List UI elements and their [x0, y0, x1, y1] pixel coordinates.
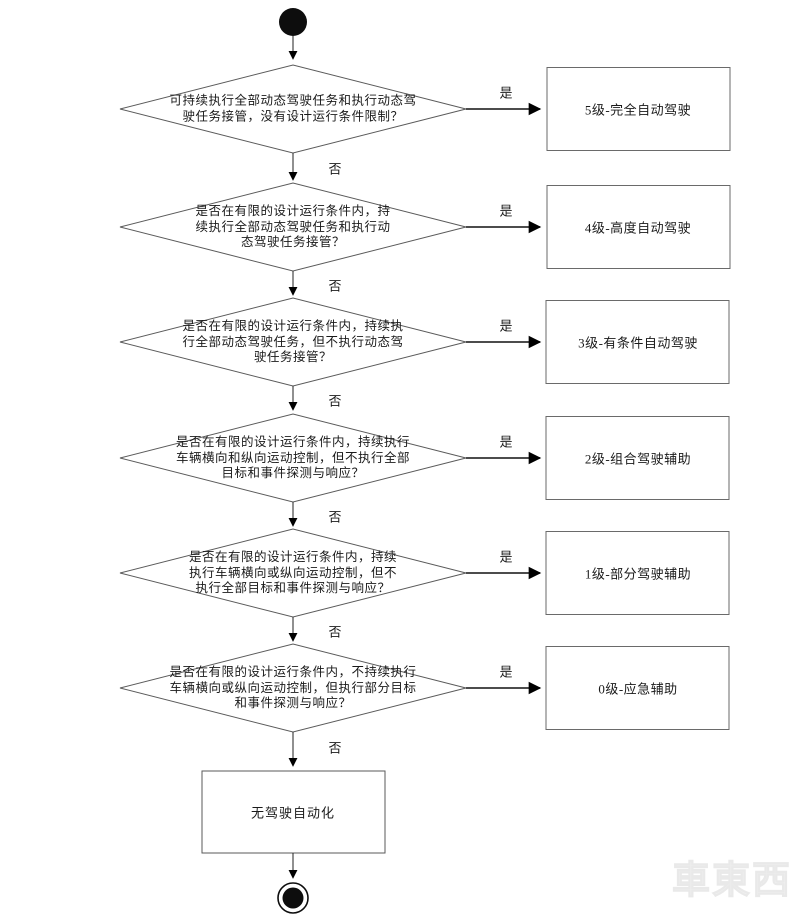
result-box-5	[545, 531, 730, 615]
no-label-5: 否	[328, 624, 342, 640]
no-label-1: 否	[328, 161, 342, 177]
result-label-6: 0级-应急辅助	[598, 681, 678, 697]
watermark-logo: 車東西	[671, 860, 792, 903]
decision-question-6: 是否在有限的设计运行条件内，不持续执行 车辆横向或纵向运动控制，但执行部分目标 …	[169, 664, 417, 710]
no-label-6: 否	[328, 740, 342, 756]
yes-label-6: 是	[499, 664, 513, 680]
terminal-label: 无驾驶自动化	[250, 805, 336, 821]
no-label-2: 否	[328, 278, 342, 294]
terminal-box	[201, 770, 386, 854]
result-label-5: 1级-部分驾驶辅助	[584, 566, 692, 582]
end-node-icon	[282, 887, 304, 909]
decision-question-4: 是否在有限的设计运行条件内，持续执行 车辆横向和纵向运动控制，但不执行全部 目标…	[175, 434, 411, 480]
result-label-1: 5级-完全自动驾驶	[584, 102, 692, 118]
yes-label-5: 是	[499, 549, 513, 565]
yes-label-3: 是	[499, 318, 513, 334]
yes-label-2: 是	[499, 203, 513, 219]
yes-label-1: 是	[499, 85, 513, 101]
result-box-3	[545, 300, 730, 384]
result-box-1	[546, 67, 731, 151]
result-box-2	[546, 185, 731, 269]
result-label-4: 2级-组合驾驶辅助	[584, 451, 692, 467]
no-label-3: 否	[328, 393, 342, 409]
decision-question-5: 是否在有限的设计运行条件内，持续 执行车辆横向或纵向运动控制，但不 执行全部目标…	[188, 549, 398, 595]
no-label-4: 否	[328, 509, 342, 525]
decision-question-2: 是否在有限的设计运行条件内，持 续执行全部动态驾驶任务和执行动 态驾驶任务接管？	[195, 203, 391, 249]
decision-question-1: 可持续执行全部动态驾驶任务和执行动态驾 驶任务接管，没有设计运行条件限制？	[169, 93, 417, 124]
result-box-4	[545, 416, 730, 500]
result-label-2: 4级-高度自动驾驶	[584, 220, 692, 236]
result-label-3: 3级-有条件自动驾驶	[578, 335, 698, 351]
start-node-icon	[279, 8, 307, 36]
decision-question-3: 是否在有限的设计运行条件内，持续执 行全部动态驾驶任务，但不执行动态驾 驶任务接…	[182, 318, 404, 364]
yes-label-4: 是	[499, 434, 513, 450]
result-box-6	[545, 646, 730, 730]
